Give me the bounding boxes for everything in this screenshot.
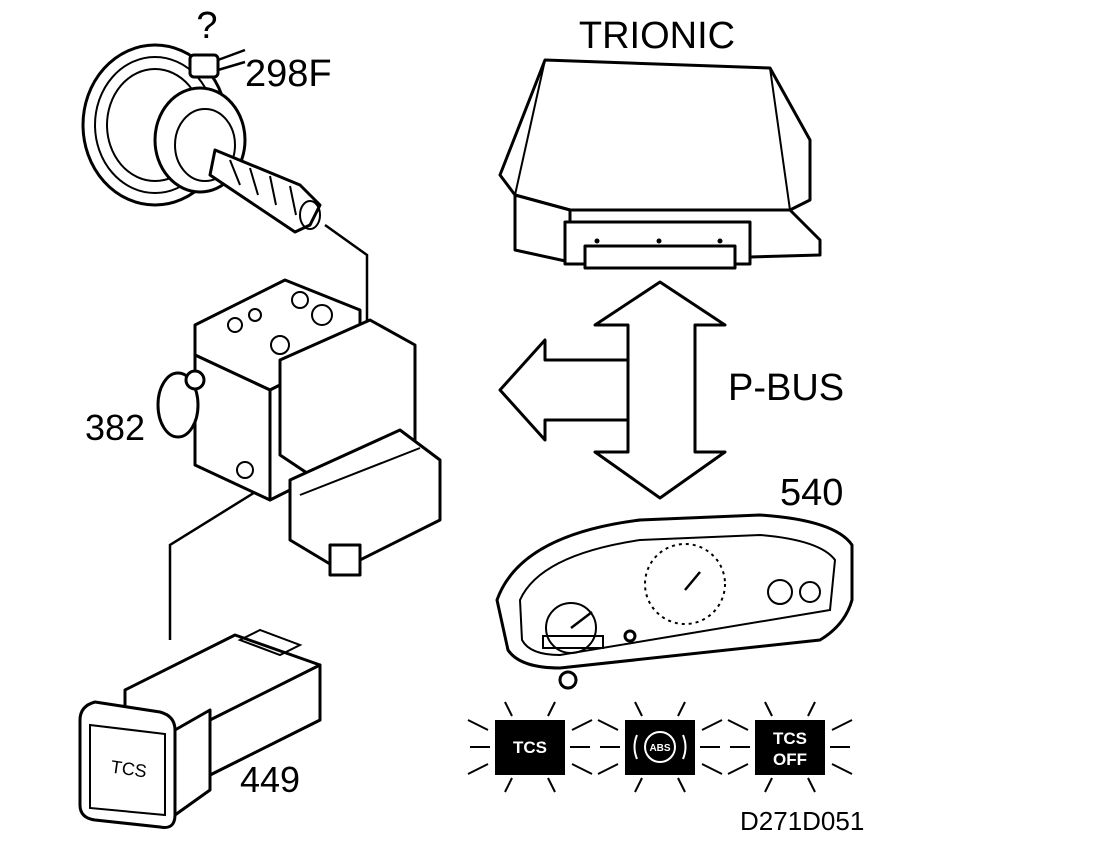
- sensor-label-298f: 298F: [245, 53, 332, 95]
- indicator-tcs-off: [727, 701, 853, 793]
- bus-double-arrow: [593, 280, 727, 500]
- cluster-label-540: 540: [780, 472, 843, 514]
- switch-label-449: 449: [240, 759, 300, 800]
- ecu-label-trionic: TRIONIC: [579, 15, 735, 57]
- indicator-tcs-text: TCS: [513, 738, 547, 757]
- indicator-tcs: [467, 701, 593, 793]
- bus-left-arrow: [498, 338, 630, 442]
- indicator-abs-text: ABS: [649, 743, 670, 754]
- instrument-cluster: [495, 513, 854, 690]
- tcs-switch-text: TCS: [110, 757, 148, 782]
- figure-code: D271D051: [740, 806, 864, 836]
- wheel-speed-sensor: [188, 48, 246, 79]
- drive-shaft-joint: [81, 43, 322, 234]
- indicator-tcs-off-line1: TCS: [773, 729, 807, 748]
- indicator-tcs-off-line2: OFF: [773, 750, 807, 769]
- module-label-382: 382: [85, 407, 145, 448]
- bus-label-pbus: P-BUS: [728, 367, 844, 409]
- trionic-ecu: [498, 58, 822, 270]
- abs-modulator-unit: [156, 278, 442, 577]
- indicator-abs: [597, 701, 723, 793]
- unknown-mark-label: ?: [196, 5, 217, 47]
- tcs-switch-unit: [78, 628, 322, 829]
